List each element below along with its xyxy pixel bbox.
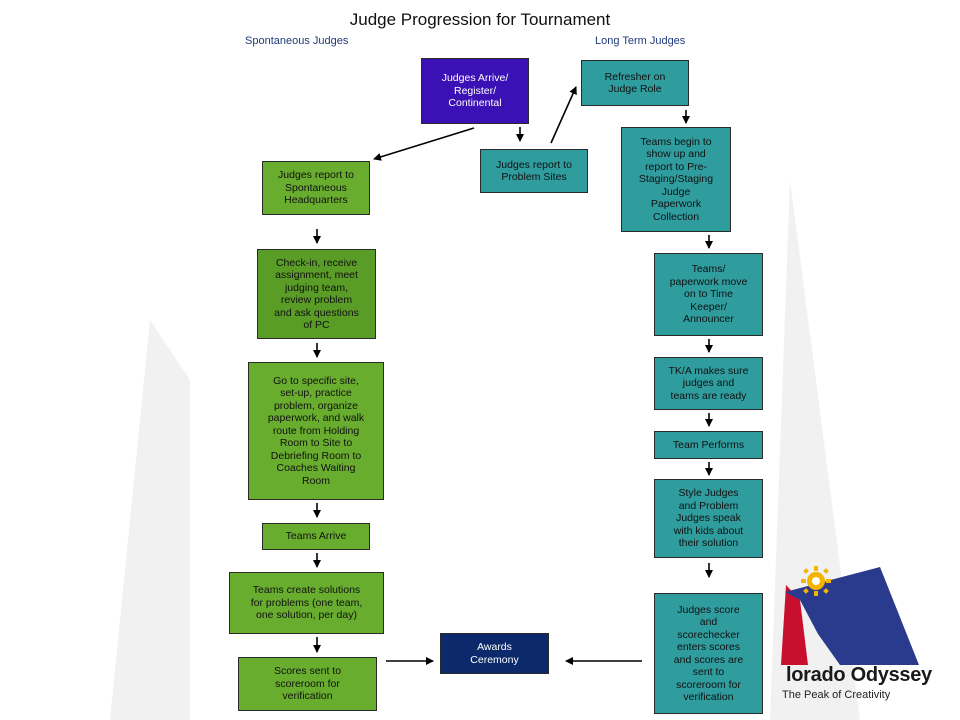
column-title-spontaneous: Spontaneous Judges xyxy=(245,35,349,47)
box-tka-ready: TK/A makes sure judges and teams are rea… xyxy=(654,357,763,410)
box-teams-paperwork-move: Teams/ paperwork move on to Time Keeper/… xyxy=(654,253,763,336)
box-judges-arrive: Judges Arrive/ Register/ Continental xyxy=(421,58,529,124)
logo-tagline: The Peak of Creativity xyxy=(782,689,891,701)
box-judges-score: Judges score and scorechecker enters sco… xyxy=(654,593,763,714)
box-team-performs: Team Performs xyxy=(654,431,763,459)
box-refresher: Refresher on Judge Role xyxy=(581,60,689,106)
box-teams-arrive: Teams Arrive xyxy=(262,523,370,550)
box-style-judges: Style Judges and Problem Judges speak wi… xyxy=(654,479,763,558)
box-teams-begin: Teams begin to show up and report to Pre… xyxy=(621,127,731,232)
box-report-problem-sites: Judges report to Problem Sites xyxy=(480,149,588,193)
box-awards-ceremony: Awards Ceremony xyxy=(440,633,549,674)
column-title-long-term: Long Term Judges xyxy=(595,35,686,47)
diagram-title: Judge Progression for Tournament xyxy=(349,10,611,29)
box-teams-create: Teams create solutions for problems (one… xyxy=(229,572,384,634)
logo-name: lorado Odyssey xyxy=(786,664,932,686)
box-report-spontaneous-hq: Judges report to Spontaneous Headquarter… xyxy=(262,161,370,215)
box-check-in: Check-in, receive assignment, meet judgi… xyxy=(257,249,376,339)
box-scores-sent: Scores sent to scoreroom for verificatio… xyxy=(238,657,377,711)
box-go-to-site: Go to specific site, set-up, practice pr… xyxy=(248,362,384,500)
